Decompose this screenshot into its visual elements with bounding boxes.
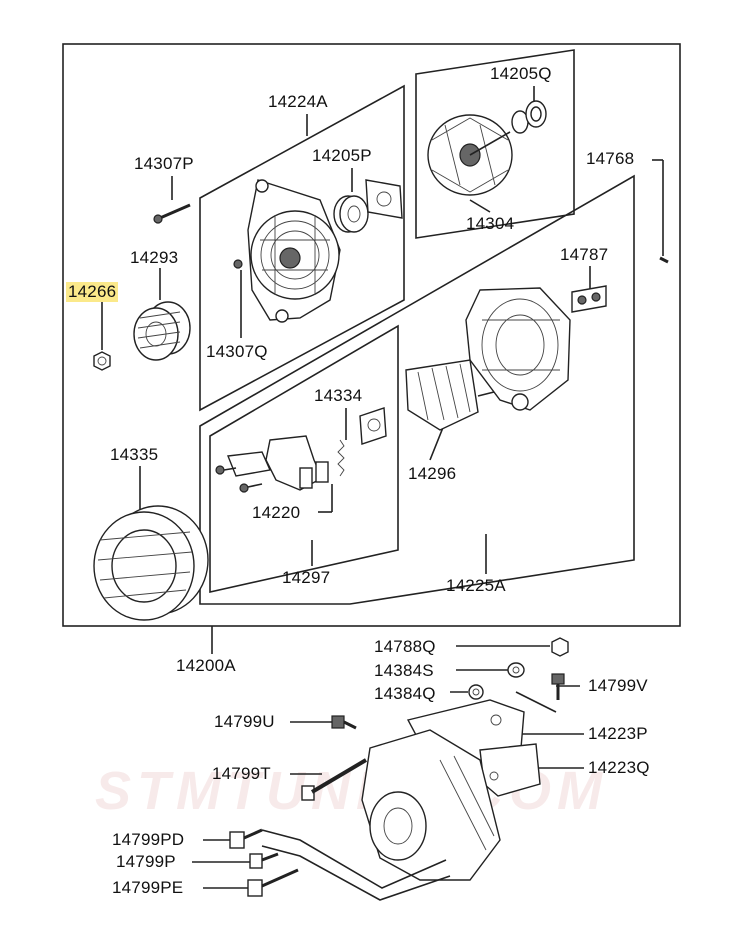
bolt-14799U: [331, 715, 357, 730]
label-14296: 14296: [408, 464, 457, 483]
label-14307Q: 14307Q: [206, 342, 268, 361]
bolt-14799PD: [229, 828, 263, 849]
label-14799P: 14799P: [116, 852, 176, 871]
label-14224A: 14224A: [268, 92, 328, 111]
label-14384Q: 14384Q: [374, 684, 436, 703]
label-14205P: 14205P: [312, 146, 372, 165]
label-14335: 14335: [110, 445, 159, 464]
label-14799PD: 14799PD: [112, 830, 185, 849]
label-14787: 14787: [560, 245, 609, 264]
label-14220: 14220: [252, 503, 301, 522]
pin-14768: [659, 256, 669, 264]
label-14799V: 14799V: [588, 676, 648, 695]
stator-14335: [93, 505, 209, 621]
label-14799PE: 14799PE: [112, 878, 184, 897]
label-14799T: 14799T: [212, 764, 271, 783]
bearing-14205P: [333, 195, 369, 233]
label-14768: 14768: [586, 149, 635, 168]
outer-frame: [62, 43, 681, 627]
bolt-14799V: [551, 673, 565, 700]
bracket-arm: [261, 829, 451, 901]
group-box-14297: [209, 324, 399, 593]
bolt-14307Q: [233, 259, 243, 269]
label-14304: 14304: [466, 214, 515, 233]
brush-14334: [337, 407, 387, 477]
label-14225A: 14225A: [446, 576, 506, 595]
bracket-14223Q: [479, 743, 541, 797]
label-14266: 14266: [66, 282, 119, 302]
rectifier-14296: [405, 359, 495, 431]
label-14205Q: 14205Q: [490, 64, 552, 83]
bolt-14799T: [301, 758, 368, 801]
washer-14384Q: [468, 684, 484, 700]
label-14223Q: 14223Q: [588, 758, 650, 777]
bolt-14799P: [249, 852, 279, 869]
leader-lines: [101, 86, 664, 889]
label-14384S: 14384S: [374, 661, 434, 680]
plate-14787: [571, 285, 607, 313]
bearing-14205Q: [511, 100, 547, 134]
label-14200A: 14200A: [176, 656, 236, 675]
front-housing-14224A: [247, 179, 341, 323]
label-14293: 14293: [130, 248, 179, 267]
group-box-14304: [415, 49, 575, 239]
alternator-assembly: [361, 729, 501, 881]
rotor-14304: [427, 114, 513, 196]
nut-14266: [93, 351, 111, 371]
label-14307P: 14307P: [134, 154, 194, 173]
brush-holder-14220: [215, 435, 329, 493]
label-14223P: 14223P: [588, 724, 648, 743]
rear-housing: [465, 287, 571, 411]
label-14334: 14334: [314, 386, 363, 405]
label-14297: 14297: [282, 568, 331, 587]
group-box-14224A: [199, 84, 405, 412]
pulley-14293: [133, 301, 191, 361]
bolt-14799PE: [247, 868, 299, 897]
label-14799U: 14799U: [214, 712, 275, 731]
nut-14788Q: [551, 637, 569, 657]
retainer-plate: [365, 179, 403, 219]
bolt-14307P: [153, 203, 191, 224]
label-14788Q: 14788Q: [374, 637, 436, 656]
washer-14384S: [507, 662, 525, 678]
